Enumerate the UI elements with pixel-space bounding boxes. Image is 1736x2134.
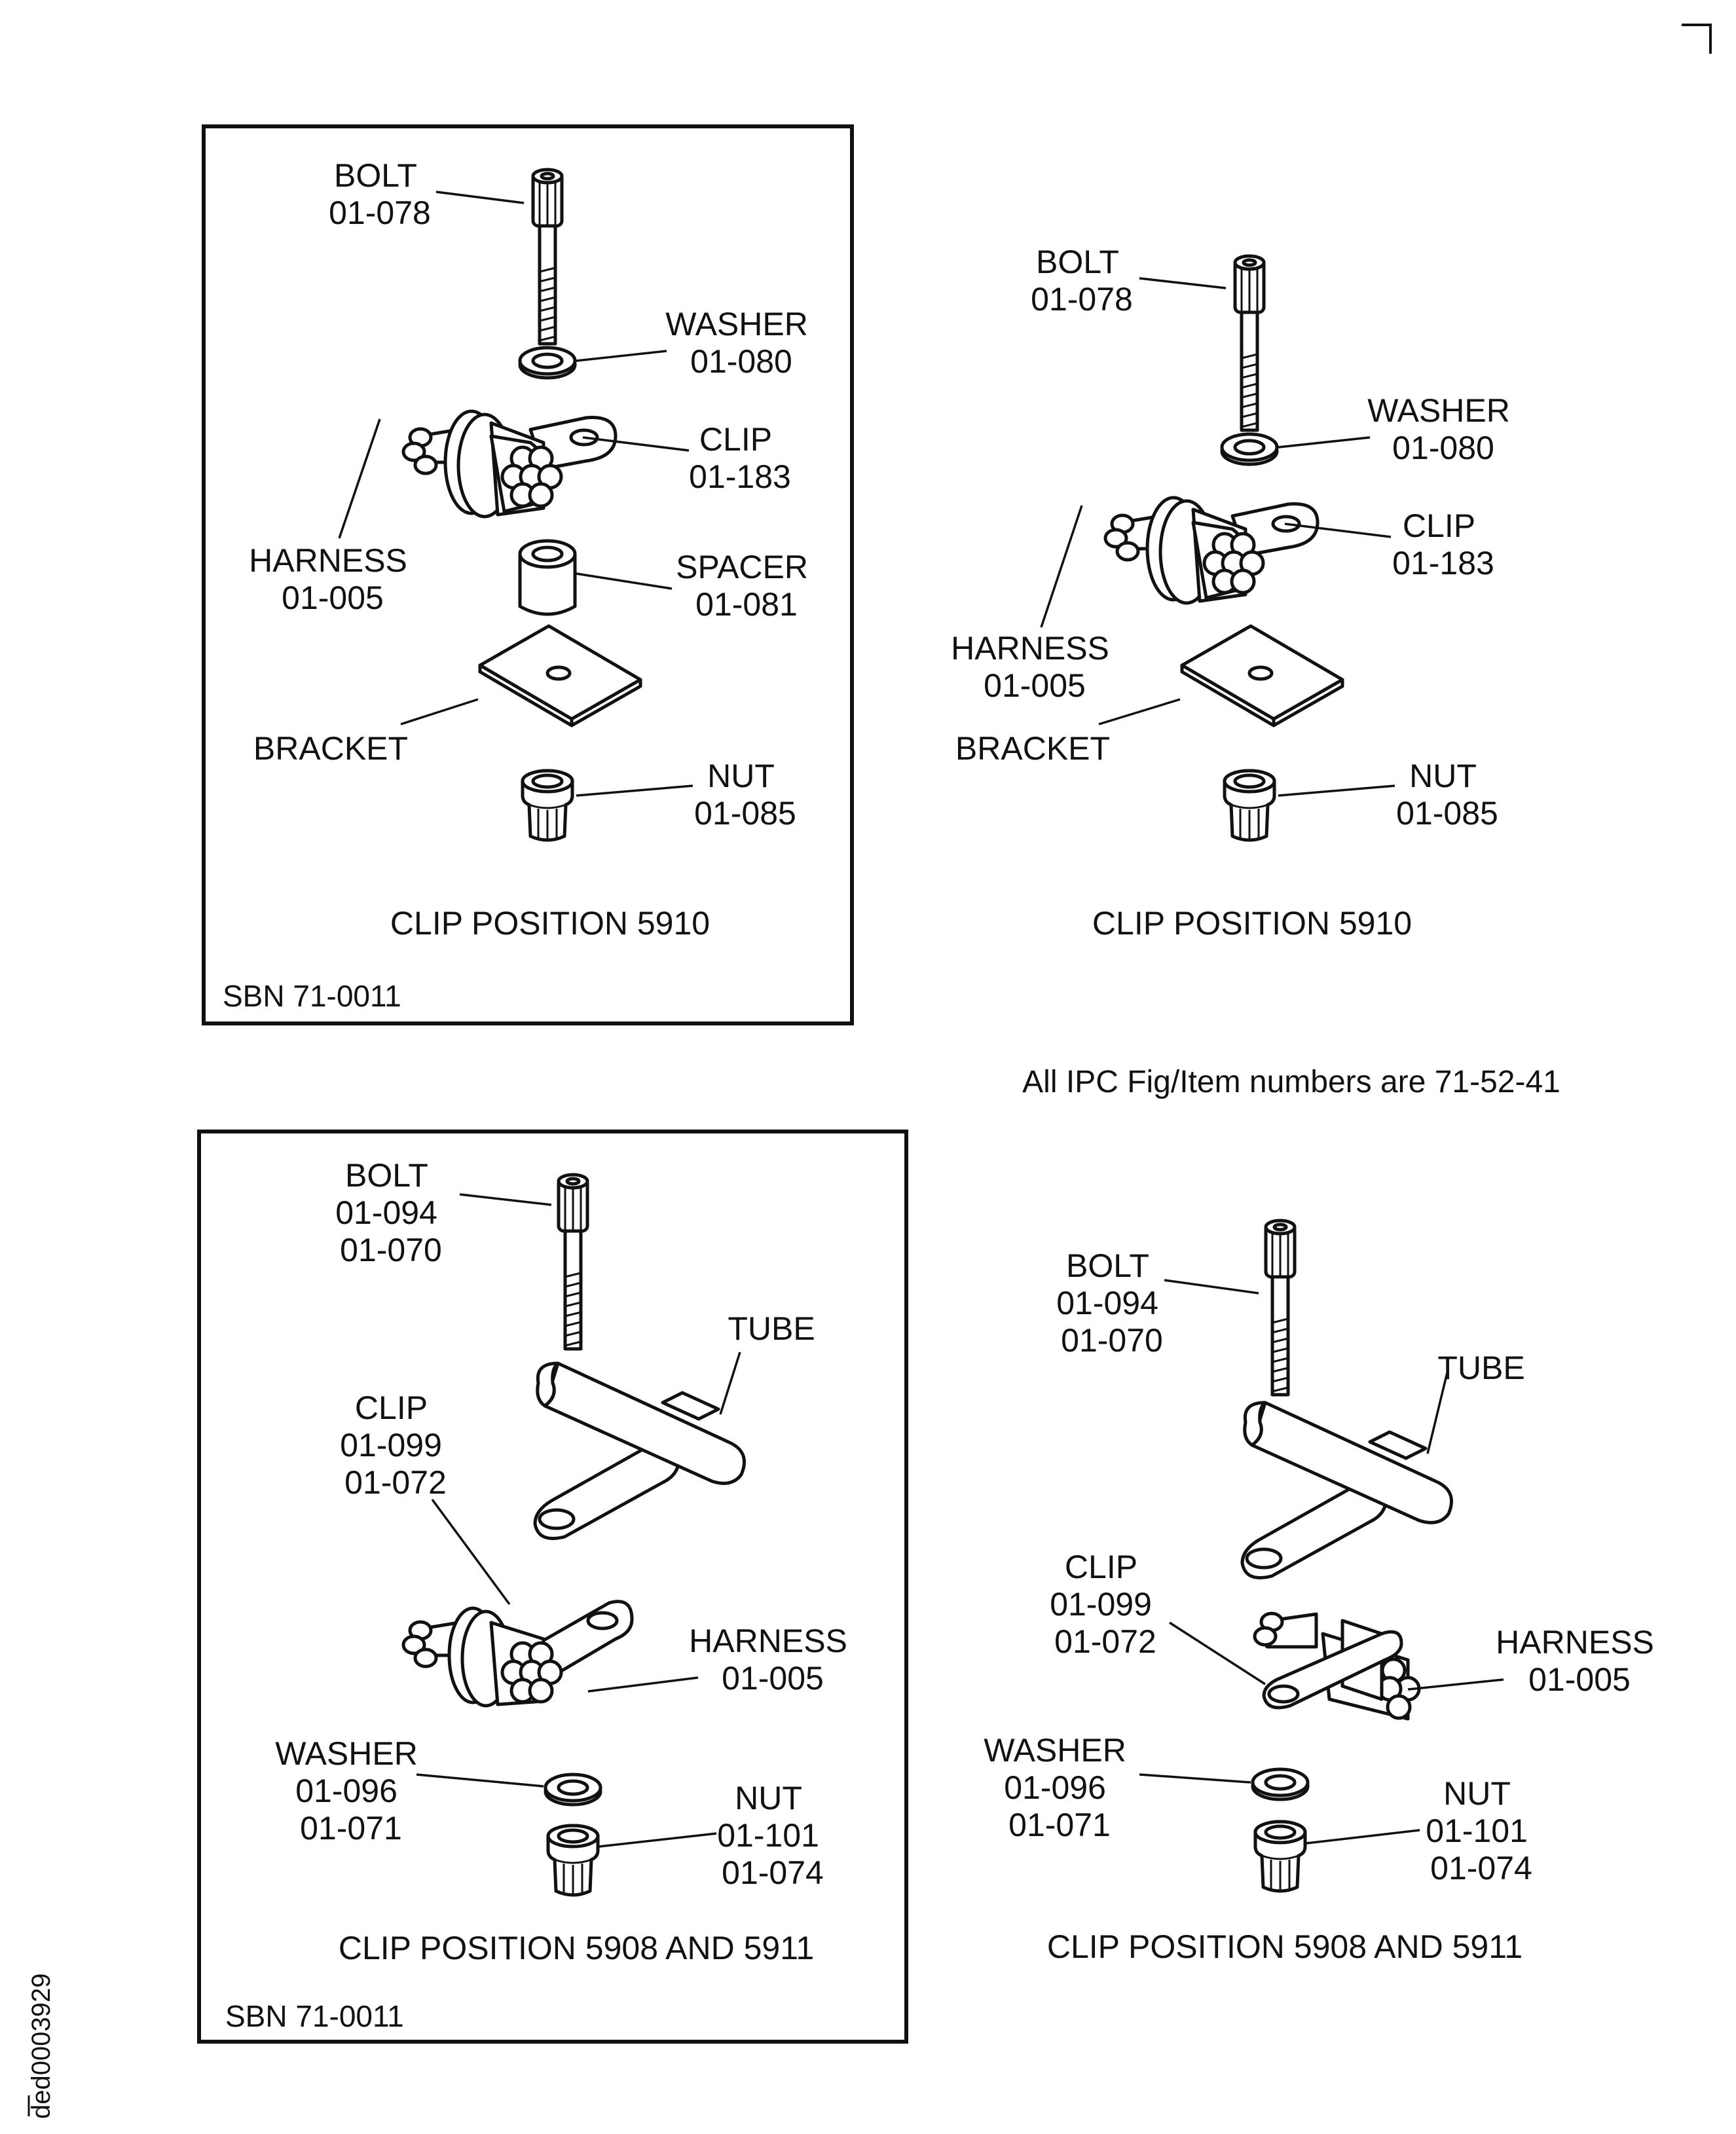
p4-caption: CLIP POSITION 5908 AND 5911 — [1047, 1928, 1523, 1965]
p4-nut-label: NUT 01-101 01-074 — [1426, 1775, 1537, 1886]
p3-tube-label: TUBE — [728, 1310, 815, 1347]
panel-1-frame — [202, 124, 854, 1025]
panel-2: BOLT 01-078 WASHER 01-080 CLIP 01-183 HA… — [951, 244, 1519, 942]
p4-washer-label: WASHER 01-096 01-071 — [984, 1732, 1136, 1843]
p2-washer-label: WASHER 01-080 — [1367, 392, 1519, 466]
p3-nut-label: NUT 01-101 01-074 — [717, 1780, 828, 1891]
p3-sbn: SBN 71-0011 — [225, 1999, 404, 2033]
p4-clip-label: CLIP 01-099 01-072 — [1050, 1549, 1161, 1660]
corner-mark — [1682, 24, 1712, 54]
ipc-note: All IPC Fig/Item numbers are 71-52-41 — [1022, 1065, 1561, 1099]
p2-caption: CLIP POSITION 5910 — [1092, 905, 1412, 942]
p2-bracket-label: BRACKET — [955, 730, 1110, 767]
p3-harness-label: HARNESS 01-005 — [689, 1623, 857, 1697]
doc-id-block: ded0003929 — [27, 1974, 56, 2119]
p3-clip-label: CLIP 01-099 01-072 — [340, 1389, 451, 1501]
p1-washer-label: WASHER 01-080 — [665, 306, 817, 380]
p4-tube-label: TUBE — [1437, 1350, 1524, 1386]
p2-nut-label: NUT 01-085 — [1396, 758, 1498, 832]
p4-bolt-label: BOLT 01-094 01-070 — [1056, 1247, 1168, 1359]
p3-bolt-label: BOLT 01-094 01-070 — [335, 1157, 447, 1268]
p1-clip-label: CLIP 01-183 — [689, 421, 791, 495]
panel-3: BOLT 01-094 01-070 TUBE CLIP 01-099 01-0… — [197, 1130, 908, 2044]
p2-harness-label: HARNESS 01-005 — [951, 630, 1118, 704]
p1-harness-label: HARNESS 01-005 — [249, 542, 416, 616]
p1-bracket-label: BRACKET — [253, 730, 408, 767]
p4-harness-label: HARNESS 01-005 — [1496, 1624, 1663, 1698]
p3-washer-label: WASHER 01-096 01-071 — [275, 1735, 427, 1847]
p1-caption: CLIP POSITION 5910 — [390, 905, 710, 942]
p1-spacer-label: SPACER 01-081 — [676, 549, 817, 623]
panel-3-frame — [197, 1130, 908, 2044]
p1-sbn: SBN 71-0011 — [223, 979, 401, 1013]
p1-nut-label: NUT 01-085 — [694, 758, 796, 832]
doc-id: ded0003929 — [27, 1974, 56, 2119]
p3-caption: CLIP POSITION 5908 AND 5911 — [339, 1930, 814, 1966]
p2-clip-label: CLIP 01-183 — [1392, 507, 1494, 581]
p2-bolt-label: BOLT 01-078 — [1031, 244, 1133, 318]
panel-1: BOLT 01-078 WASHER 01-080 CLIP 01-183 HA… — [202, 124, 854, 1025]
p1-bolt-label: BOLT 01-078 — [329, 157, 431, 231]
panel-4: BOLT 01-094 01-070 TUBE CLIP 01-099 01-0… — [984, 1221, 1663, 1965]
